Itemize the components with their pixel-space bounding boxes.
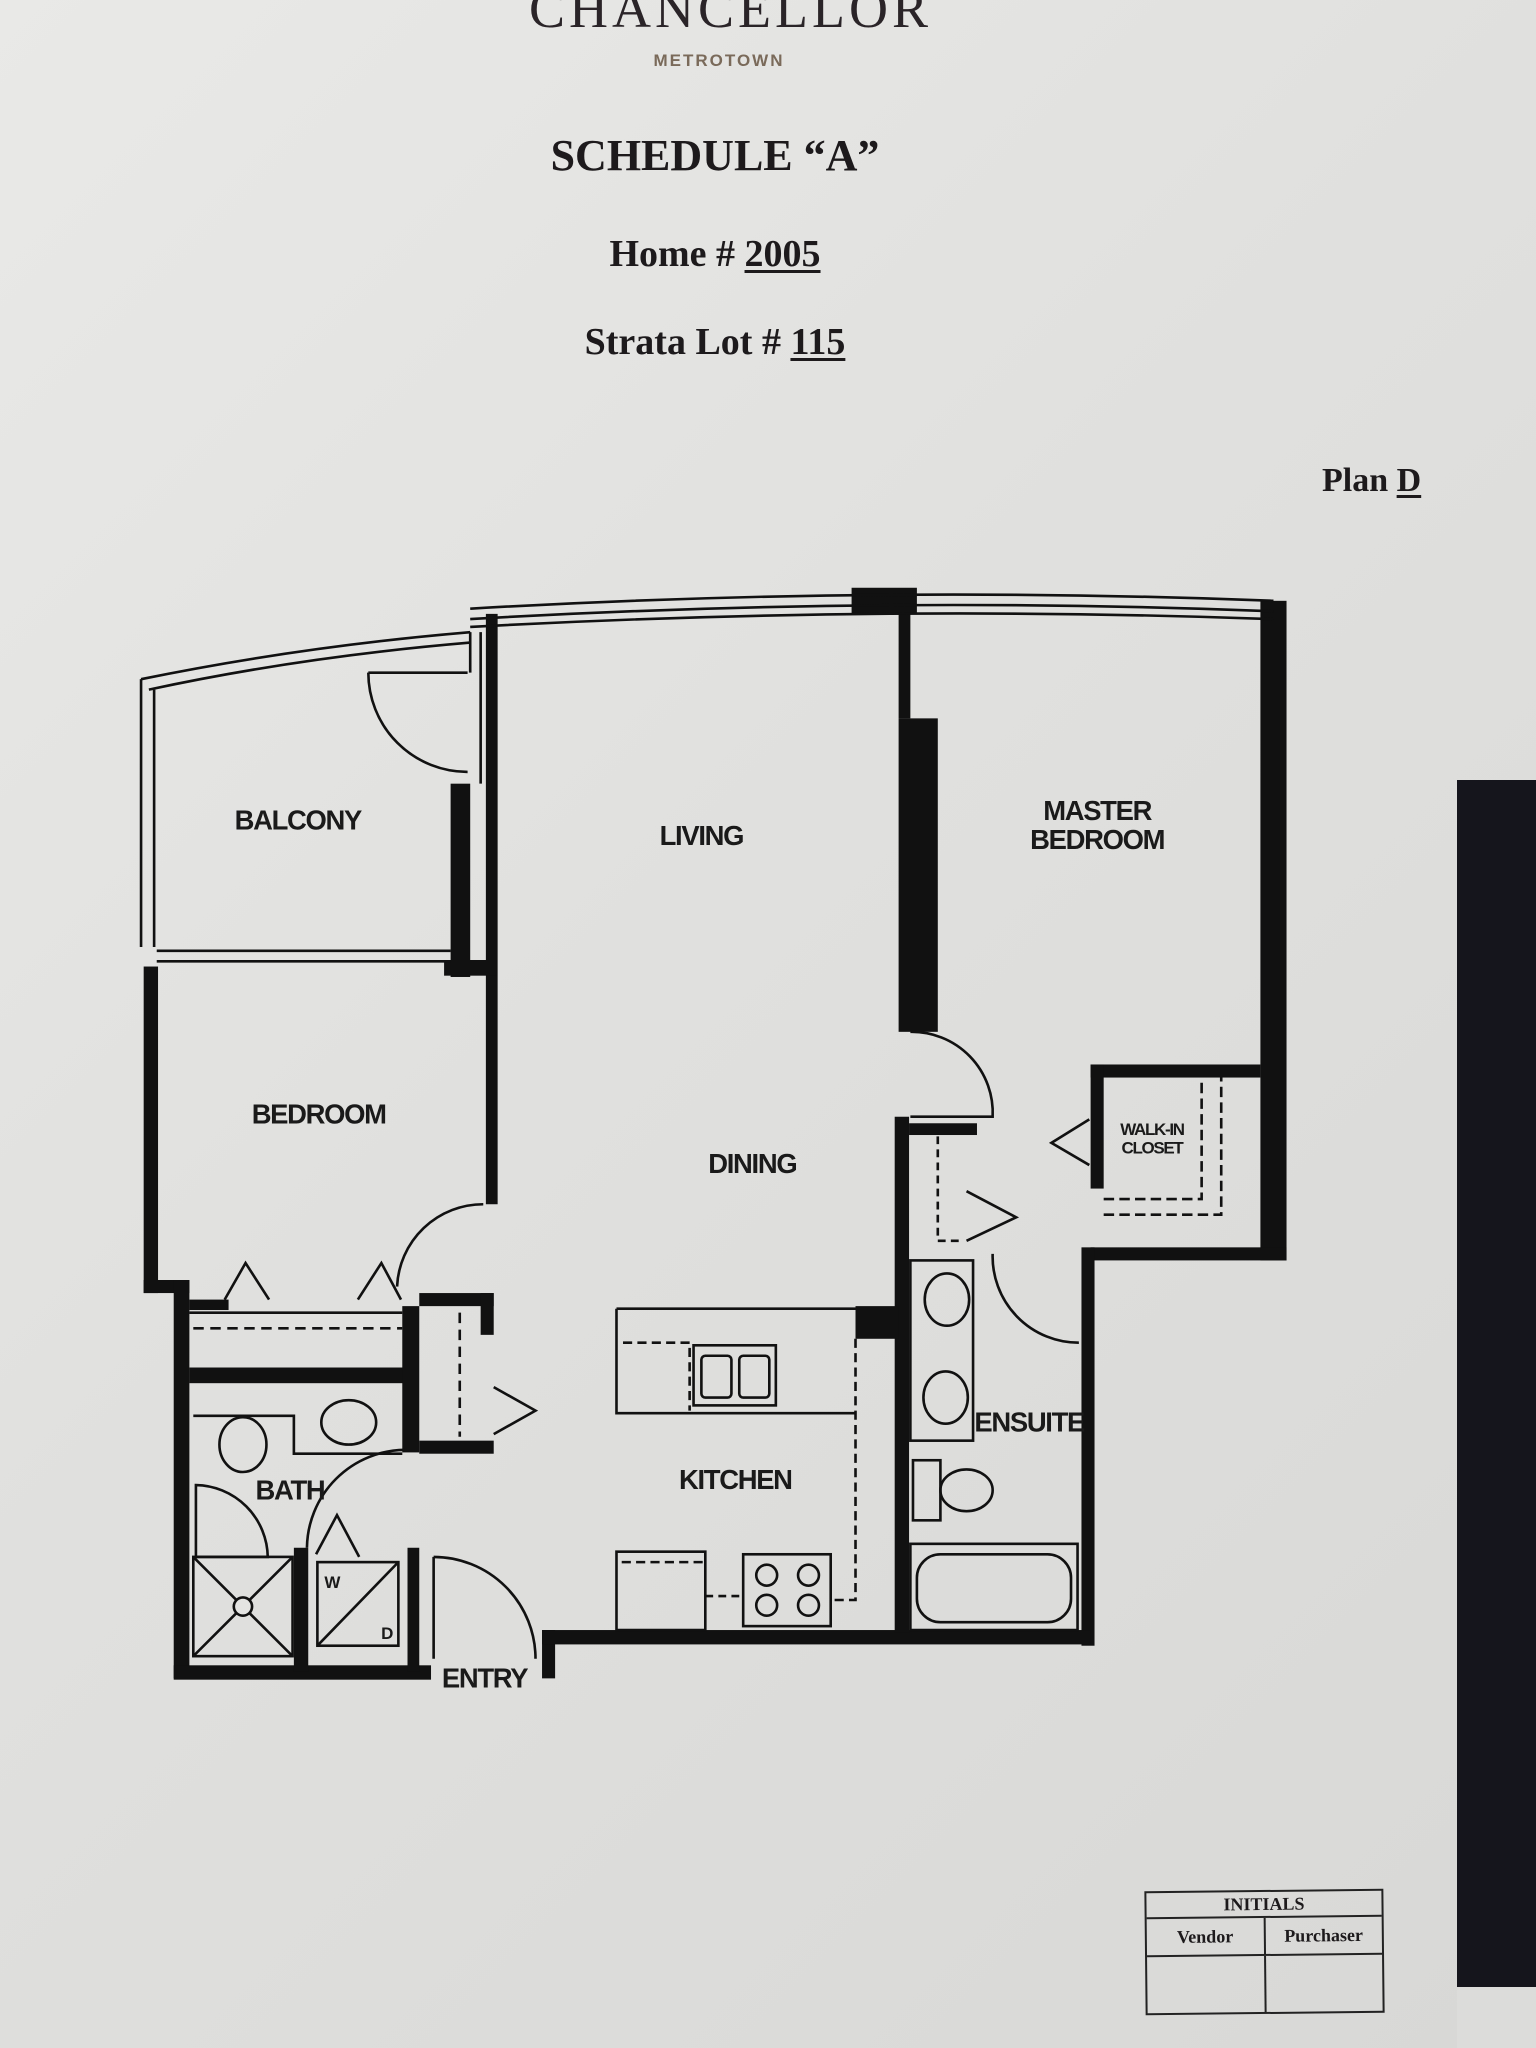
room-ensuite: ENSUITE [974,1407,1085,1438]
home-value: 2005 [744,233,821,275]
strata-label: Strata Lot # [584,321,781,363]
room-kitchen: KITCHEN [679,1464,792,1495]
home-number: Home # 2005 [0,232,1430,276]
room-dining: DINING [708,1148,796,1179]
room-master-bedroom-line1: MASTER [1043,795,1152,826]
room-bath: BATH [256,1474,325,1505]
background-dark-edge [1457,780,1536,1987]
background-paper [1457,1987,1536,2048]
vendor-header: Vendor [1176,1926,1234,1947]
room-walkin-line1: WALK-IN [1120,1120,1184,1139]
room-living: LIVING [660,820,744,851]
purchaser-header: Purchaser [1263,1916,1383,1955]
walls [143,587,1287,1680]
initials-title: INITIALS [1146,1890,1382,1920]
strata-value: 115 [790,321,846,363]
brand-subtitle: METROTOWN [653,51,785,70]
room-entry: ENTRY [442,1663,528,1694]
schedule-title: SCHEDULE “A” [550,131,880,180]
room-master-bedroom-line2: BEDROOM [1030,824,1164,855]
initials-box: INITIALS Vendor Purchaser [1144,1888,1385,2016]
room-balcony: BALCONY [235,804,362,835]
strata-lot: Strata Lot # 115 [0,320,1430,364]
purchaser-initials-field[interactable] [1263,1954,1383,2013]
brand-logo: CHANCELLOR [529,0,932,39]
plan-value: D [1396,462,1422,499]
home-label: Home # [609,233,736,275]
vendor-initials-field[interactable] [1147,1956,1264,2013]
room-walkin-line2: CLOSET [1122,1138,1185,1157]
plan-label: Plan [1322,462,1389,499]
room-bedroom: BEDROOM [252,1098,386,1129]
washer-label: W [324,1573,340,1592]
plan-type: Plan D [1322,462,1421,500]
dryer-label: D [381,1624,393,1643]
room-labels: BALCONY LIVING MASTER BEDROOM BEDROOM DI… [235,795,1186,1694]
plan-lines [139,593,1274,1659]
